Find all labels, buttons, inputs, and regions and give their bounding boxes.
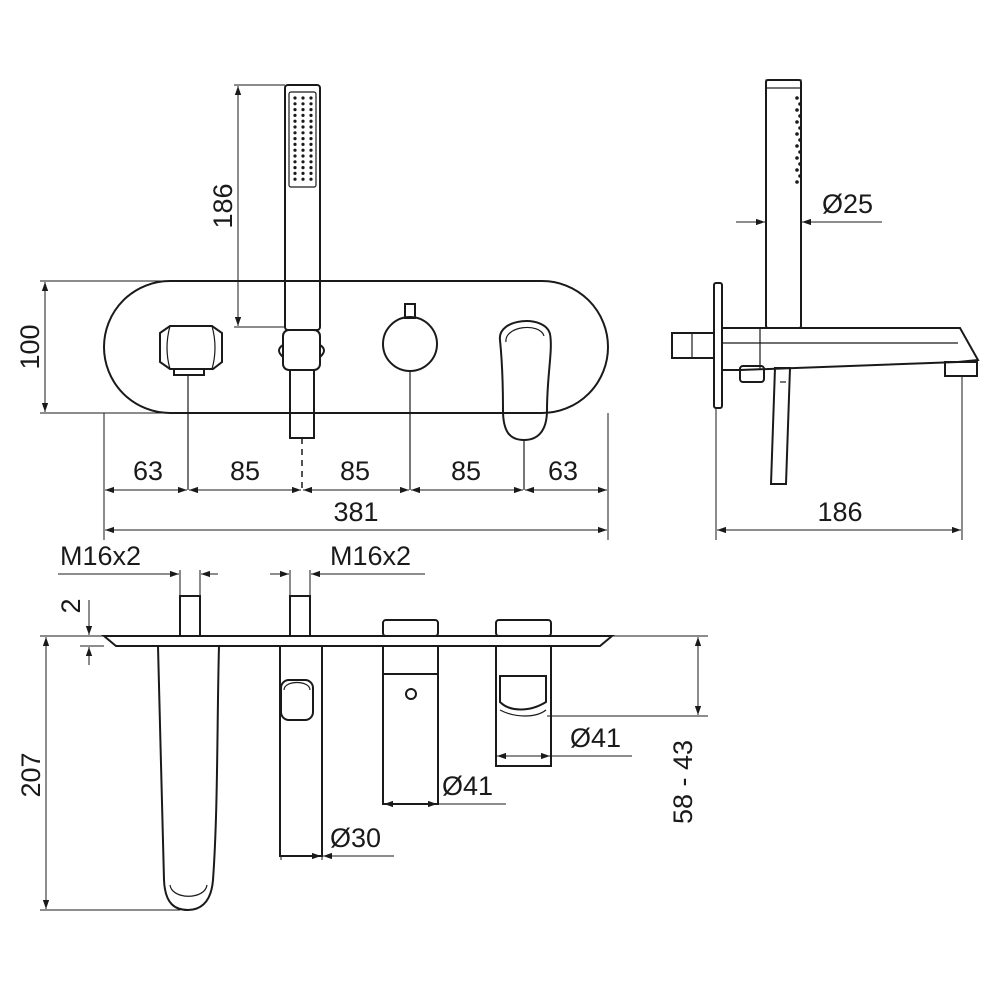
side-nozzle-dot xyxy=(795,132,799,136)
inlet-thread-right xyxy=(289,595,311,637)
nozzle-dot xyxy=(309,119,313,123)
nozzle-dot xyxy=(301,108,305,112)
nozzle-dot xyxy=(293,171,297,175)
wall-plate xyxy=(103,280,609,414)
top-dim-lever-diameter: Ø41 xyxy=(570,723,621,753)
nozzle-dot xyxy=(301,154,305,158)
side-nozzle-dot xyxy=(798,162,802,166)
nozzle-dot xyxy=(309,160,313,164)
side-nozzle-pattern xyxy=(795,96,802,184)
nozzle-dot xyxy=(293,177,297,181)
nozzle-dot xyxy=(293,113,297,117)
side-hand-shower xyxy=(765,79,802,329)
inlet-thread-left xyxy=(179,595,201,637)
nozzle-dot xyxy=(301,137,305,141)
dim-hand-shower-height: 186 xyxy=(208,183,238,228)
dim-spacing-5: 63 xyxy=(548,456,578,486)
nozzle-dot xyxy=(301,119,305,123)
top-spout xyxy=(156,645,221,912)
side-nozzle-dot xyxy=(798,174,802,178)
nozzle-dot xyxy=(293,96,297,100)
mixer-lever xyxy=(498,320,552,490)
nozzle-dot xyxy=(293,148,297,152)
side-nozzle-dot xyxy=(798,102,802,106)
nozzle-dot xyxy=(293,137,297,141)
shower-nozzle-pattern xyxy=(293,96,313,181)
nozzle-dot xyxy=(301,171,305,175)
nozzle-dot xyxy=(309,171,313,175)
nozzle-dot xyxy=(301,160,305,164)
nozzle-dot xyxy=(301,131,305,135)
side-wall-plate xyxy=(713,282,723,409)
side-nozzle-dot xyxy=(795,96,799,100)
side-nozzle-dot xyxy=(795,144,799,148)
top-dim-wall-depth: 58 - 43 xyxy=(668,740,698,824)
nozzle-dot xyxy=(301,102,305,106)
nozzle-dot xyxy=(301,96,305,100)
nozzle-dot xyxy=(301,113,305,117)
top-dim-plate-thickness: 2 xyxy=(56,598,86,613)
top-temperature-knob xyxy=(382,645,439,675)
side-dim-handle-diameter: Ø25 xyxy=(822,189,873,219)
side-nozzle-dot xyxy=(795,120,799,124)
hand-shower xyxy=(284,84,321,331)
side-nozzle-dot xyxy=(795,168,799,172)
dim-total-width: 381 xyxy=(333,497,378,527)
temperature-knob xyxy=(382,303,438,490)
side-nozzle-dot xyxy=(795,180,799,184)
nozzle-dot xyxy=(301,125,305,129)
dim-plate-height: 100 xyxy=(15,324,45,369)
side-nozzle-dot xyxy=(798,126,802,130)
nozzle-dot xyxy=(301,142,305,146)
nozzle-dot xyxy=(293,108,297,112)
top-dim-thread-left: M16x2 xyxy=(60,541,141,571)
nozzle-dot xyxy=(301,177,305,181)
nozzle-dot xyxy=(309,177,313,181)
nozzle-dot xyxy=(309,137,313,141)
dim-spacing-1: 63 xyxy=(133,456,163,486)
nozzle-dot xyxy=(309,108,313,112)
side-dim-projection: 186 xyxy=(817,497,862,527)
top-dim-spout-length: 207 xyxy=(16,752,46,797)
nozzle-dot xyxy=(301,166,305,170)
side-nozzle-dot xyxy=(795,108,799,112)
nozzle-dot xyxy=(309,131,313,135)
dim-spacing-2: 85 xyxy=(230,456,260,486)
side-view: 186 Ø25 xyxy=(671,79,980,540)
nozzle-dot xyxy=(293,102,297,106)
front-view: 186 100 63 85 85 85 63 381 xyxy=(15,84,609,540)
nozzle-dot xyxy=(293,166,297,170)
top-dim-knob-diameter: Ø41 xyxy=(442,771,493,801)
dim-spacing-4: 85 xyxy=(451,456,481,486)
diverter-knob xyxy=(159,325,223,490)
nozzle-dot xyxy=(309,113,313,117)
nozzle-dot xyxy=(309,148,313,152)
top-mixer-lever xyxy=(495,645,552,767)
nozzle-dot xyxy=(293,125,297,129)
nozzle-dot xyxy=(301,148,305,152)
dim-spacing-3: 85 xyxy=(340,456,370,486)
nozzle-dot xyxy=(293,131,297,135)
nozzle-dot xyxy=(293,160,297,164)
nozzle-dot xyxy=(309,102,313,106)
top-wall-plate xyxy=(101,635,615,647)
side-nozzle-dot xyxy=(798,114,802,118)
nozzle-dot xyxy=(293,119,297,123)
nozzle-dot xyxy=(293,154,297,158)
side-nozzle-dot xyxy=(795,156,799,160)
nozzle-dot xyxy=(309,125,313,129)
nozzle-dot xyxy=(309,142,313,146)
top-shower-outlet xyxy=(279,645,323,857)
top-dim-diverter-diameter: Ø30 xyxy=(330,823,381,853)
nozzle-dot xyxy=(293,142,297,146)
nozzle-dot xyxy=(309,166,313,170)
nozzle-dot xyxy=(309,96,313,100)
shower-bracket xyxy=(278,329,325,490)
nozzle-dot xyxy=(309,154,313,158)
top-view: M16x2 M16x2 2 207 Ø30 Ø41 Ø41 xyxy=(16,541,708,912)
side-nozzle-dot xyxy=(798,138,802,142)
side-nozzle-dot xyxy=(798,150,802,154)
top-dim-thread-right: M16x2 xyxy=(330,541,411,571)
